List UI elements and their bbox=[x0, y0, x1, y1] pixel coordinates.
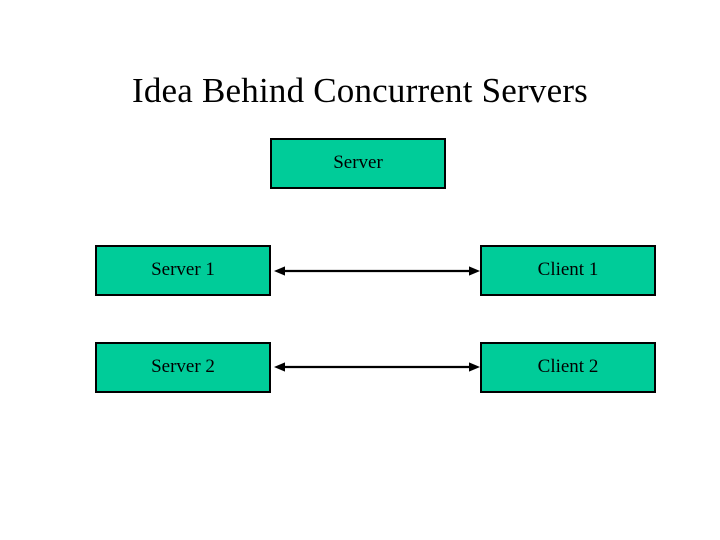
node-client-1[interactable]: Client 1 bbox=[480, 245, 656, 296]
connector-server1-client1 bbox=[272, 264, 482, 278]
page-title: Idea Behind Concurrent Servers bbox=[132, 71, 588, 110]
node-server-1[interactable]: Server 1 bbox=[95, 245, 271, 296]
double-arrow-icon bbox=[274, 362, 480, 372]
double-arrow-icon bbox=[274, 266, 480, 276]
node-client-2-label: Client 2 bbox=[537, 356, 599, 377]
node-server-2-label: Server 2 bbox=[151, 356, 215, 377]
node-client-1-label: Client 1 bbox=[537, 259, 599, 280]
connector-server2-client2 bbox=[272, 360, 482, 374]
node-client-2[interactable]: Client 2 bbox=[480, 342, 656, 393]
node-server-label: Server bbox=[333, 152, 383, 173]
node-server-1-label: Server 1 bbox=[151, 259, 215, 280]
node-server[interactable]: Server bbox=[270, 138, 446, 189]
node-server-2[interactable]: Server 2 bbox=[95, 342, 271, 393]
